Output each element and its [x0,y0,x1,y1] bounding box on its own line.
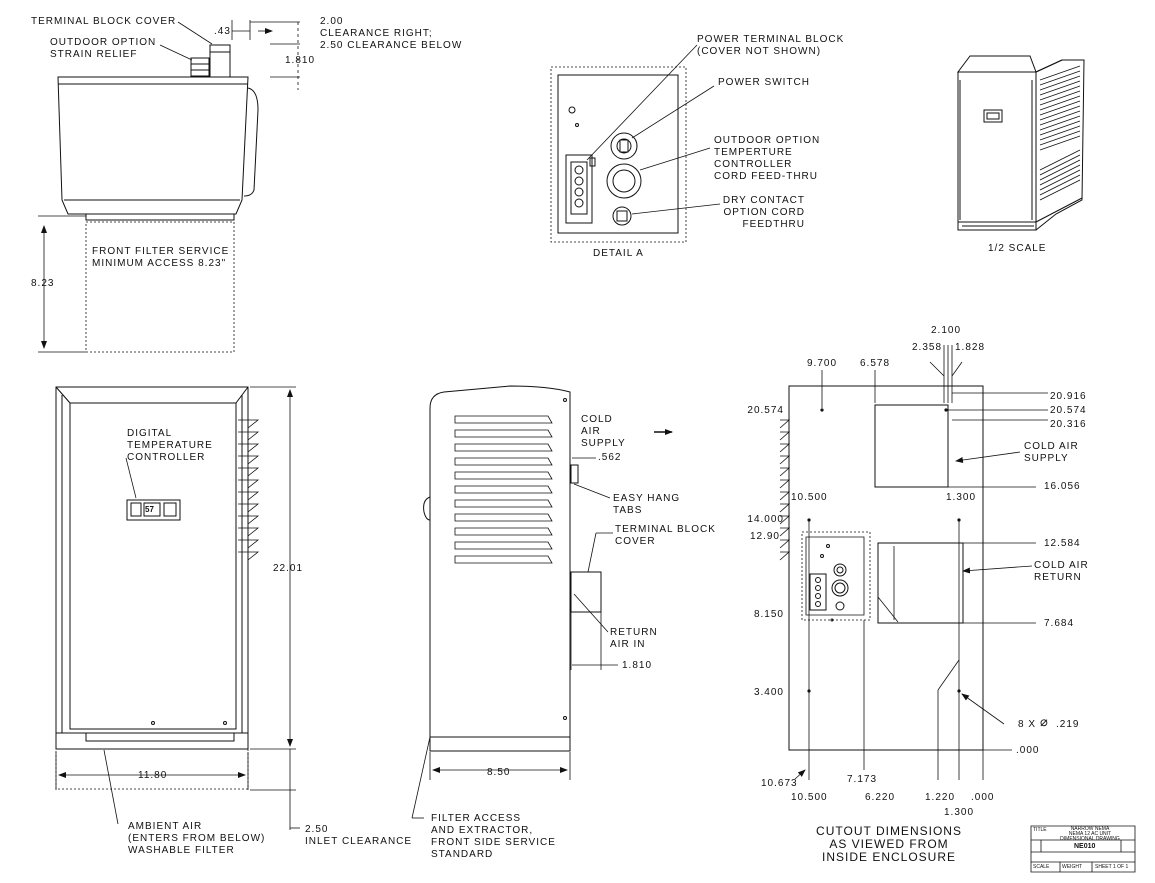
outdoor-feedthru-label: OUTDOOR OPTION TEMPERTURE CONTROLLER COR… [714,135,821,182]
terminal-block-cover-side-label: TERMINAL BLOCK COVER [615,524,716,547]
drawing-number: NE010 [1074,843,1096,850]
iso-louvers [1040,66,1080,200]
top-view [38,20,300,352]
cutout-view [789,386,983,750]
side-view [424,386,601,751]
front-dimensions [56,387,300,830]
detail-a [551,45,720,242]
dim-12584: 12.584 [1044,538,1081,549]
dim-8150: 8.150 [753,609,784,620]
dim-1828: 1.828 [955,342,986,353]
controller-display: 57 [145,505,154,514]
dry-contact-label: DRY CONTACT OPTION CORD FEEDTHRU [722,195,805,230]
iso-scale-label: 1/2 SCALE [988,243,1047,254]
cutout-holes [807,408,961,693]
dim-000-right: .000 [1016,745,1040,756]
dim-9700: 9.700 [807,358,838,369]
dim-2100: 2.100 [931,325,962,336]
hole-diameter-label: .219 [1056,719,1080,730]
diameter-symbol-icon: ⌀ [1040,714,1049,729]
strain-relief-label: OUTDOOR OPTION STRAIN RELIEF [50,37,157,60]
front-filter-label: FRONT FILTER SERVICE MINIMUM ACCESS 8.23… [92,246,230,269]
dim-1180: 11.80 [138,770,168,781]
title-line-3: DIMENSIONAL DRAWING [1060,836,1120,842]
dim-1290: 12.90 [749,531,780,542]
dim-250: 2.50 [305,824,329,835]
dim-6578: 6.578 [860,358,891,369]
front-louvers [238,420,258,560]
cutout-louvers [780,420,789,560]
ambient-air-label: AMBIENT AIR (ENTERS FROM BELOW) WASHABLE… [128,821,266,856]
dim-16056: 16.056 [1044,481,1081,492]
sheet-label: SHEET 1 OF 1 [1095,864,1129,870]
terminal-block-cover-label: TERMINAL BLOCK COVER [31,16,177,27]
power-terminal-block-label: POWER TERMINAL BLOCK (COVER NOT SHOWN) [697,34,845,57]
title-line-1: NARROW NEMA [1070,826,1110,832]
dim-1300-top: 1.300 [946,492,977,503]
dim-6220: 6.220 [865,792,896,803]
dim-14000: 14.000 [747,514,784,525]
cold-air-supply-side-label: COLD AIR SUPPLY [581,414,626,449]
hole-count-label: 8 X [1018,719,1037,730]
dim-2358: 2.358 [912,342,943,353]
dim-20316: 20.316 [1050,419,1087,430]
side-louvers [455,416,552,563]
front-view [56,387,248,749]
dim-7173: 7.173 [847,774,878,785]
dim-20916: 20.916 [1050,391,1087,402]
return-air-label: RETURN AIR IN [610,627,658,650]
dim-7684: 7.684 [1044,618,1075,629]
filter-access-label: FILTER ACCESS AND EXTRACTOR, FRONT SIDE … [431,813,556,860]
iso-view [958,56,1084,230]
title-block [1031,826,1135,872]
inlet-clearance-label: INLET CLEARANCE [305,836,413,847]
dim-10673: 10.673 [761,778,798,789]
weight-label: WEIGHT [1062,864,1082,870]
digital-controller-label: DIGITAL TEMPERATURE CONTROLLER [127,428,213,463]
detail-a-title: DETAIL A [593,248,644,259]
dim-10500-bot: 10.500 [791,792,828,803]
title-line-2: NEMA 12 AC UNIT [1068,831,1112,837]
dim-1810-top: 1.810 [285,55,316,66]
dim-20574-left: 20.574 [747,405,784,416]
dim-1810-side: 1.810 [622,660,653,671]
easy-hang-tabs-label: EASY HANG TABS [613,493,681,516]
dim-1300-bot: 1.300 [944,807,975,818]
cold-air-return-label: COLD AIR RETURN [1034,560,1089,583]
dim-850: 8.50 [487,767,511,778]
dim-000-bot: .000 [971,792,995,803]
side-dimensions [412,429,673,818]
dim-043: .43 [214,26,231,37]
cutout-dimensions [795,345,1048,780]
dim-1220: 1.220 [925,792,956,803]
dim-3400: 3.400 [753,687,784,698]
dim-2201: 22.01 [273,563,304,574]
title-block-title-label: TITLE [1033,827,1047,833]
scale-label: SCALE [1033,864,1050,870]
dim-10500-top: 10.500 [791,492,828,503]
dim-562: .562 [598,452,622,463]
power-switch-label: POWER SWITCH [718,77,810,88]
dim-823: 8.23 [31,278,55,289]
cutout-title: CUTOUT DIMENSIONS AS VIEWED FROM INSIDE … [816,824,962,864]
cold-air-supply-cutout-label: COLD AIR SUPPLY [1024,441,1079,464]
dim-clearance: 2.00 CLEARANCE RIGHT; 2.50 CLEARANCE BEL… [320,16,463,51]
dim-20574-right: 20.574 [1050,405,1087,416]
